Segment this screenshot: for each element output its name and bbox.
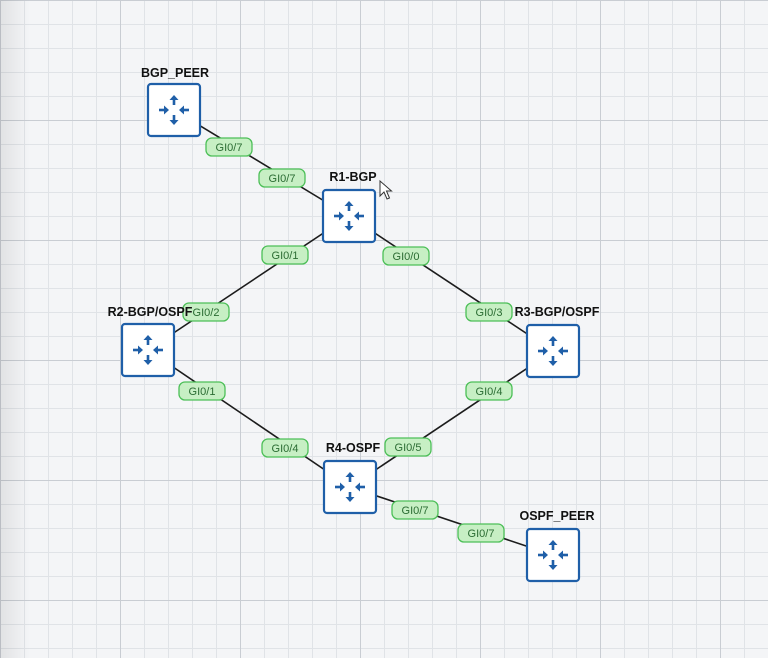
device-label: OSPF_PEER	[519, 509, 594, 523]
device-label: R1-BGP	[329, 170, 376, 184]
port-label[interactable]: GI0/4	[261, 438, 309, 458]
links	[147, 109, 554, 556]
port-label-text: GI0/7	[269, 173, 296, 185]
port-label-text: GI0/0	[393, 251, 420, 263]
device-r4-ospf[interactable]: R4-OSPF	[322, 441, 381, 515]
port-label[interactable]: GI0/7	[205, 137, 253, 157]
port-label[interactable]: GI0/2	[182, 302, 230, 322]
port-label[interactable]: GI0/7	[457, 523, 505, 543]
link-r3-r4[interactable]	[349, 350, 554, 488]
port-label-text: GI0/5	[395, 442, 422, 454]
port-label[interactable]: GI0/4	[465, 381, 513, 401]
link-r1-r2[interactable]	[147, 215, 350, 351]
port-labels: GI0/7 GI0/7 GI0/1 GI0/2 GI0/0 GI0/3 GI0/…	[178, 137, 513, 543]
port-label[interactable]: GI0/1	[178, 381, 226, 401]
mouse-pointer-icon	[379, 179, 393, 200]
port-label-text: GI0/3	[476, 307, 503, 319]
port-label-text: GI0/4	[476, 386, 503, 398]
port-label[interactable]: GI0/0	[382, 246, 430, 266]
port-label-text: GI0/7	[468, 528, 495, 540]
device-ospf-peer[interactable]: OSPF_PEER	[519, 509, 595, 583]
device-label: BGP_PEER	[141, 66, 209, 80]
link-bgp-peer-r1[interactable]	[173, 109, 350, 217]
port-label-text: GI0/1	[272, 250, 299, 262]
link-r1-r3[interactable]	[348, 215, 554, 352]
port-label-text: GI0/7	[402, 505, 429, 517]
link-r2-r4[interactable]	[147, 349, 351, 488]
device-label: R3-BGP/OSPF	[515, 305, 600, 319]
port-label[interactable]: GI0/5	[384, 437, 432, 457]
port-label-text: GI0/2	[193, 307, 220, 319]
device-r1-bgp[interactable]: R1-BGP	[321, 170, 377, 244]
port-label[interactable]: GI0/1	[261, 245, 309, 265]
device-r2-bgp-ospf[interactable]: R2-BGP/OSPF	[108, 305, 193, 378]
device-bgp-peer[interactable]: BGP_PEER	[141, 66, 209, 138]
port-label-text: GI0/1	[189, 386, 216, 398]
device-label: R4-OSPF	[326, 441, 381, 455]
device-r3-bgp-ospf[interactable]: R3-BGP/OSPF	[515, 305, 600, 379]
port-label[interactable]: GI0/3	[465, 302, 513, 322]
port-label[interactable]: GI0/7	[258, 168, 306, 188]
port-label[interactable]: GI0/7	[391, 500, 439, 520]
canvas-edge-shade	[0, 0, 30, 658]
port-label-text: GI0/4	[272, 443, 299, 455]
link-r4-ospf-peer[interactable]	[349, 486, 554, 556]
port-label-text: GI0/7	[216, 142, 243, 154]
device-label: R2-BGP/OSPF	[108, 305, 193, 319]
